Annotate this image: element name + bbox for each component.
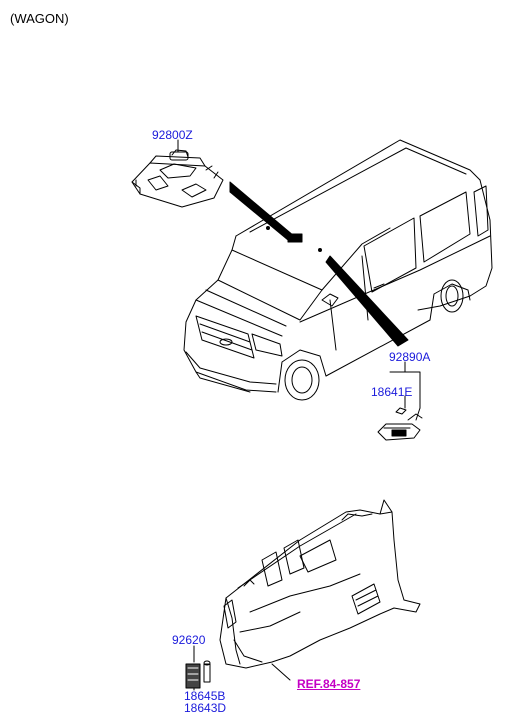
pointer-personal-lamp [325,255,409,347]
pointer-room-lamp [229,181,295,241]
part-number-bulb-luggage-2[interactable]: 18643D [184,701,227,715]
room-lamp-illustration [131,145,224,208]
quarter-trim-illustration [219,499,421,669]
part-number-bulb-luggage-1[interactable]: 18645B [184,689,226,703]
reference-link[interactable]: REF.84-857 [297,677,361,691]
part-number-luggage-lamp[interactable]: 92620 [172,633,206,647]
part-number-personal-lamp[interactable]: 92890A [389,350,431,364]
part-number-room-lamp[interactable]: 92800Z [152,128,193,142]
van-illustration [183,139,493,401]
personal-lamp-bracket [389,361,421,409]
leader-quarter-trim [271,663,291,681]
luggage-lamp-illustration [185,645,211,691]
personal-lamp-illustration [377,407,423,441]
variant-label: (WAGON) [10,11,69,26]
part-number-bulb-personal[interactable]: 18641E [371,385,413,399]
